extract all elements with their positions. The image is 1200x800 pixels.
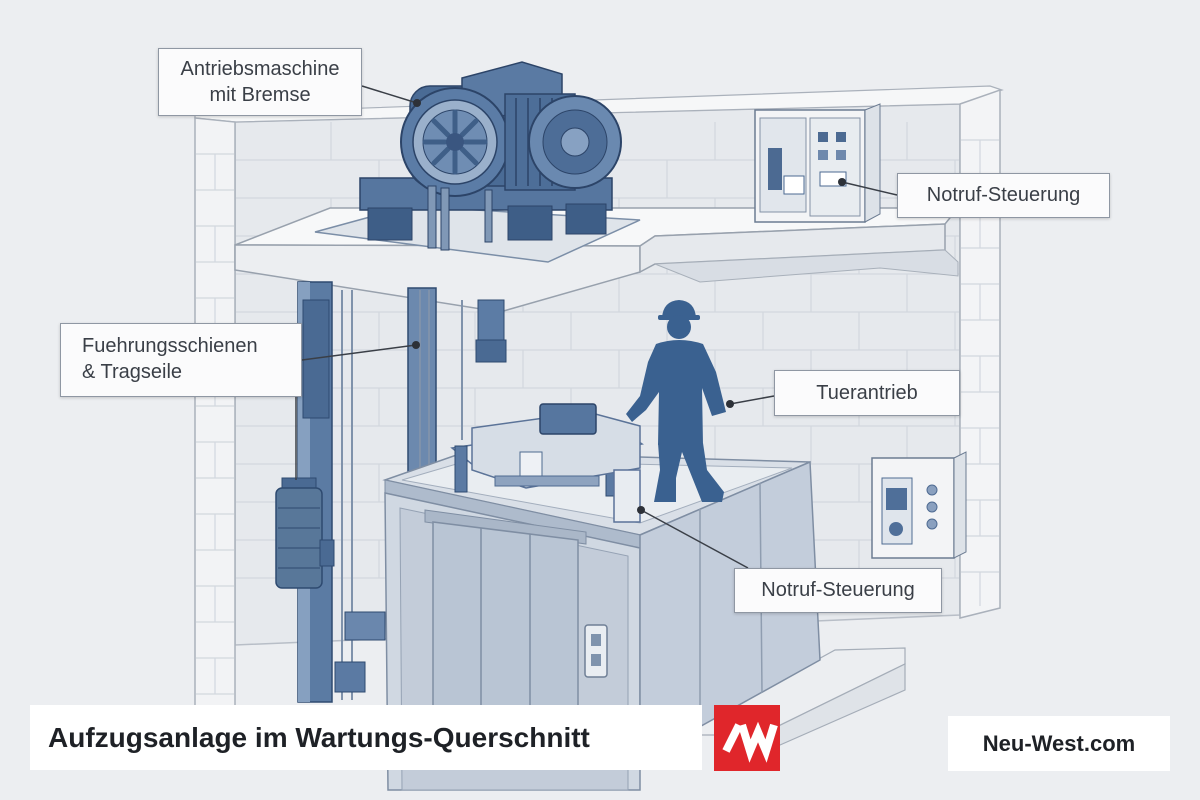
cabin-emergency-control-unit bbox=[614, 470, 640, 522]
callout-line: mit Bremse bbox=[159, 82, 361, 108]
leader-dot bbox=[637, 506, 645, 514]
operator-motor bbox=[540, 404, 596, 434]
box-button bbox=[927, 485, 937, 495]
operator-belt bbox=[495, 476, 599, 486]
rail-bracket bbox=[476, 340, 506, 362]
guide-rail bbox=[408, 288, 436, 478]
left-wall-face bbox=[195, 118, 235, 748]
cabinet-side bbox=[865, 104, 880, 222]
brake-rod bbox=[428, 186, 436, 248]
leader-dot bbox=[726, 400, 734, 408]
call-button bbox=[591, 634, 601, 646]
callout-drive-machine: Antriebsmaschine mit Bremse bbox=[158, 48, 362, 116]
callout-emergency-control-top: Notruf-Steuerung bbox=[897, 173, 1110, 218]
control-box-wall bbox=[872, 452, 966, 558]
page-title: Aufzugsanlage im Wartungs-Querschnitt bbox=[30, 705, 702, 770]
callout-door-drive: Tuerantrieb bbox=[774, 370, 960, 416]
pit-device bbox=[335, 662, 365, 692]
leader-dot bbox=[413, 99, 421, 107]
machine-leg bbox=[566, 204, 606, 234]
operator-clamp bbox=[520, 452, 542, 476]
callout-line: Fuehrungsschienen bbox=[82, 333, 301, 359]
cabinet-indicator bbox=[836, 132, 846, 142]
box-display bbox=[886, 488, 907, 510]
callout-line: & Tragseile bbox=[82, 359, 301, 385]
cabin-door bbox=[433, 522, 578, 722]
counterweight-guide bbox=[320, 540, 334, 566]
counterweight-block bbox=[276, 488, 322, 588]
operator-post bbox=[455, 446, 467, 492]
box-button bbox=[927, 502, 937, 512]
machine-leg bbox=[368, 208, 412, 240]
cabinet-open-compartment bbox=[760, 118, 806, 212]
box-side bbox=[954, 452, 966, 558]
callout-line: Tuerantrieb bbox=[775, 380, 959, 406]
cabinet-device bbox=[768, 148, 782, 190]
box-button bbox=[927, 519, 937, 529]
callout-rails-ropes: Fuehrungsschienen & Tragseile bbox=[60, 323, 302, 397]
callout-emergency-control-cabin: Notruf-Steuerung bbox=[734, 568, 942, 613]
worker-head bbox=[667, 315, 691, 339]
cabinet-indicator bbox=[818, 150, 828, 160]
cabinet-indicator bbox=[818, 132, 828, 142]
neu-west-logo-icon bbox=[714, 705, 780, 771]
traction-sheave-hub bbox=[446, 133, 464, 151]
call-button-panel bbox=[585, 625, 607, 677]
callout-line: Antriebsmaschine bbox=[159, 56, 361, 82]
pit-device bbox=[345, 612, 385, 640]
motor-shaft bbox=[561, 128, 589, 156]
callout-line: Notruf-Steuerung bbox=[735, 577, 941, 603]
callout-line: Notruf-Steuerung bbox=[898, 182, 1109, 208]
leader-dot bbox=[838, 178, 846, 186]
brake-rod bbox=[441, 188, 449, 250]
box-emergency-button bbox=[889, 522, 903, 536]
cabinet-panel bbox=[810, 118, 860, 216]
site-watermark: Neu-West.com bbox=[948, 716, 1170, 771]
cabinet-device bbox=[784, 176, 804, 194]
machine-leg bbox=[508, 206, 552, 240]
leader-dot bbox=[412, 341, 420, 349]
control-cabinet-top bbox=[755, 104, 880, 222]
call-button bbox=[591, 654, 601, 666]
brake-rod bbox=[485, 190, 492, 242]
cabinet-indicator bbox=[836, 150, 846, 160]
